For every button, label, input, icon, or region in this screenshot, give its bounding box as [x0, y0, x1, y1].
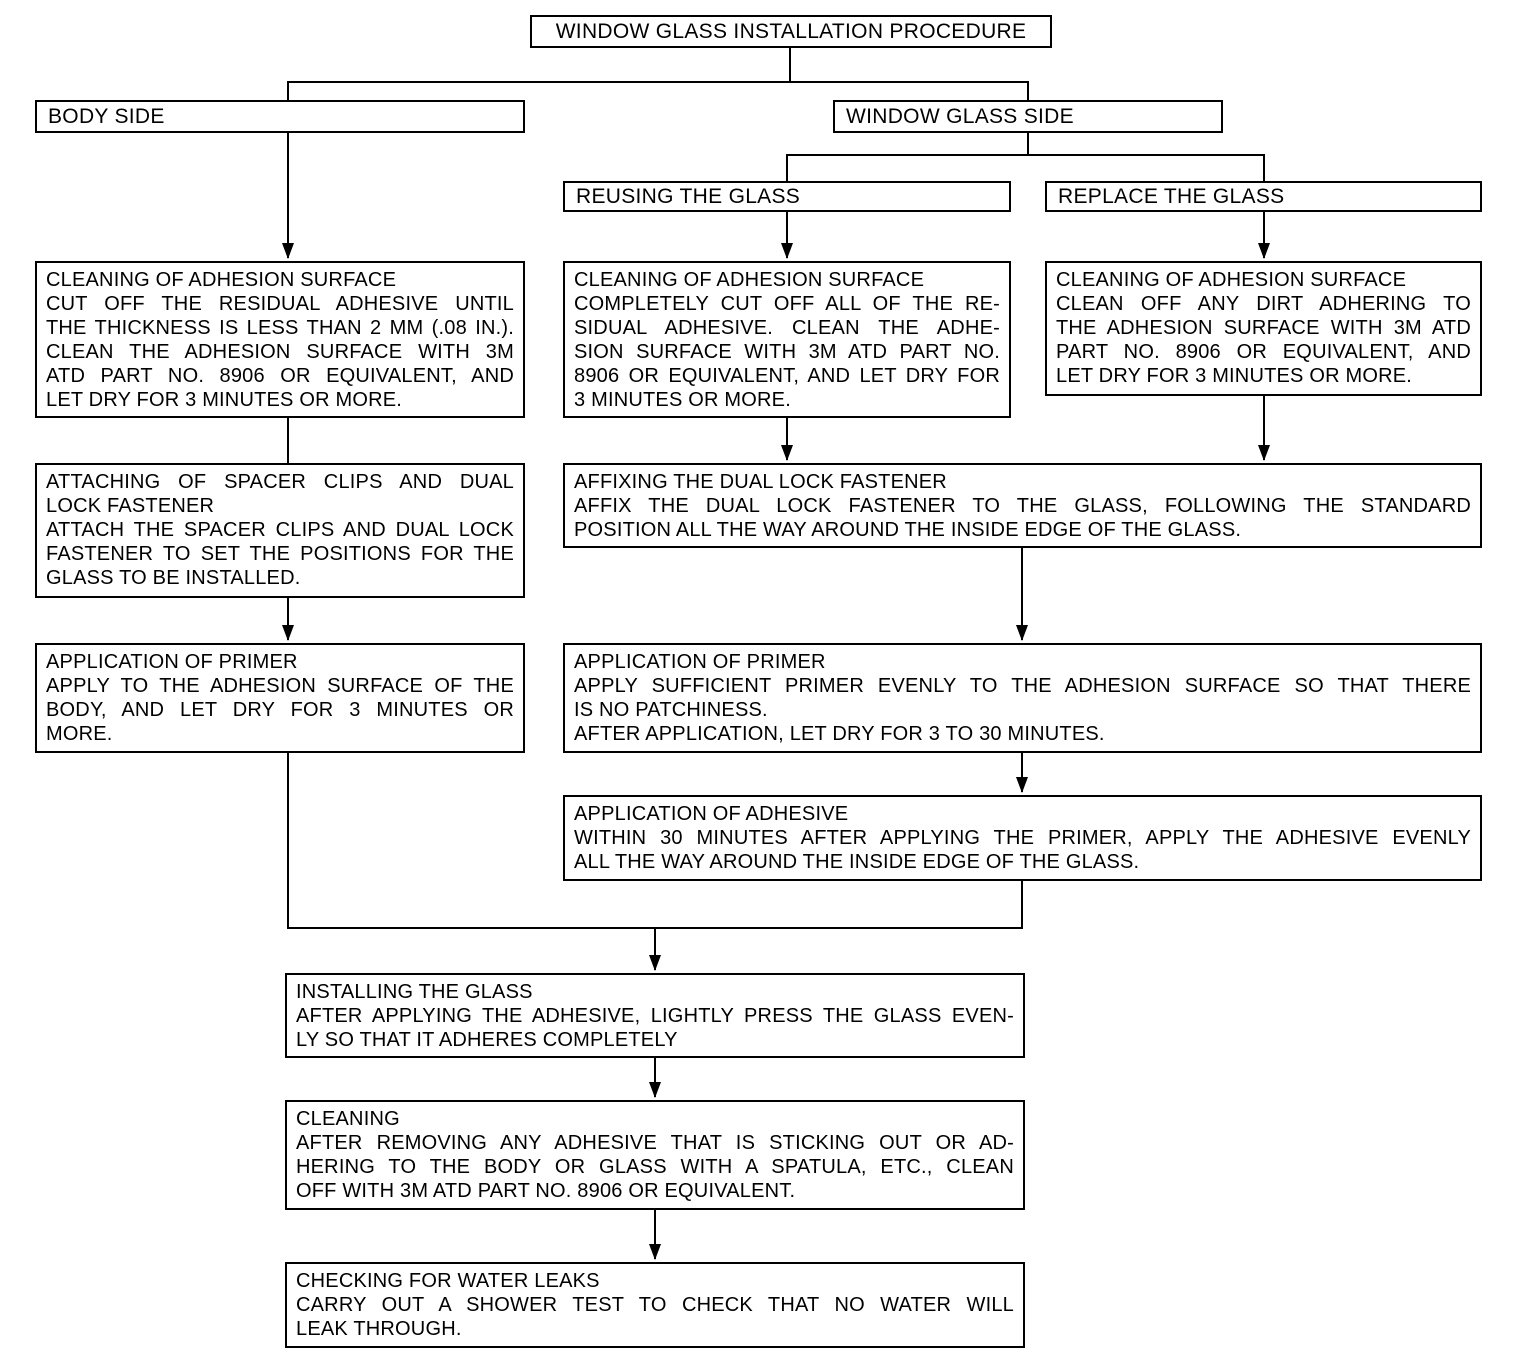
diagram-title: WINDOW GLASS INSTALLATION PROCEDURE: [555, 19, 1027, 43]
text-line: POSITION ALL THE WAY AROUND THE INSIDE E…: [574, 519, 1242, 541]
text-line: AFTER APPLICATION, LET DRY FOR 3 TO 30 M…: [574, 723, 1105, 745]
branch-window-glass-side-label: WINDOW GLASS SIDE: [846, 104, 1074, 128]
text-line: APPLY SUFFICIENT PRIMER EVENLY TO THE AD…: [574, 675, 1471, 697]
branch-replace-glass-label: REPLACE THE GLASS: [1058, 184, 1285, 208]
text-line: MORE.: [46, 723, 113, 745]
branch-reusing-glass: REUSING THE GLASS: [563, 181, 1011, 212]
text-line: CLEANING OF ADHESION SURFACE: [46, 269, 397, 291]
text-line: CLEANING: [296, 1108, 400, 1130]
text-line: BODY, AND LET DRY FOR 3 MINUTES OR: [46, 699, 514, 721]
branch-replace-glass: REPLACE THE GLASS: [1045, 181, 1482, 212]
text-line: THE ADHESION SURFACE WITH 3M ATD: [1056, 317, 1471, 339]
text-line: CHECKING FOR WATER LEAKS: [296, 1270, 600, 1292]
branch-window-glass-side: WINDOW GLASS SIDE: [833, 100, 1223, 133]
text-line: IS NO PATCHINESS.: [574, 699, 768, 721]
text-line: HERING TO THE BODY OR GLASS WITH A SPATU…: [296, 1156, 1014, 1178]
text-line: PART NO. 8906 OR EQUIVALENT, AND: [1056, 341, 1471, 363]
branch-body-side: BODY SIDE: [35, 100, 525, 133]
branch-reusing-glass-label: REUSING THE GLASS: [576, 184, 801, 208]
text-line: APPLICATION OF PRIMER: [574, 651, 826, 673]
text-line: SION SURFACE WITH 3M ATD PART NO.: [574, 341, 1000, 363]
text-line: AFTER REMOVING ANY ADHESIVE THAT IS STIC…: [296, 1132, 1014, 1154]
branch-body-side-label: BODY SIDE: [48, 104, 165, 128]
text-line: AFFIXING THE DUAL LOCK FASTENER: [574, 471, 947, 493]
text-line: LEAK THROUGH.: [296, 1318, 462, 1340]
text-line: APPLICATION OF ADHESIVE: [574, 803, 849, 825]
text-line: ATTACHING OF SPACER CLIPS AND DUAL: [46, 471, 514, 493]
text-line: 3 MINUTES OR MORE.: [574, 389, 791, 411]
text-line: LET DRY FOR 3 MINUTES OR MORE.: [46, 389, 403, 411]
text-line: OFF WITH 3M ATD PART NO. 8906 OR EQUIVAL…: [296, 1180, 796, 1202]
text-line: THE THICKNESS IS LESS THAN 2 MM (.08 IN.…: [46, 317, 514, 339]
text-line: CARRY OUT A SHOWER TEST TO CHECK THAT NO…: [296, 1294, 1014, 1316]
text-line: ALL THE WAY AROUND THE INSIDE EDGE OF TH…: [574, 851, 1140, 873]
text-line: CLEANING OF ADHESION SURFACE: [574, 269, 925, 291]
text-line: LY SO THAT IT ADHERES COMPLETELY: [296, 1029, 678, 1051]
text-line: CUT OFF THE RESIDUAL ADHESIVE UNTIL: [46, 293, 514, 315]
text-line: APPLY TO THE ADHESION SURFACE OF THE: [46, 675, 514, 697]
text-line: LOCK FASTENER: [46, 495, 215, 517]
text-line: LET DRY FOR 3 MINUTES OR MORE.: [1056, 365, 1413, 387]
text-line: COMPLETELY CUT OFF ALL OF THE RE-: [574, 293, 1000, 315]
text-line: CLEANING OF ADHESION SURFACE: [1056, 269, 1407, 291]
text-line: WITHIN 30 MINUTES AFTER APPLYING THE PRI…: [574, 827, 1471, 849]
text-line: APPLICATION OF PRIMER: [46, 651, 298, 673]
text-line: INSTALLING THE GLASS: [296, 981, 533, 1003]
text-line: CLEAN OFF ANY DIRT ADHERING TO: [1056, 293, 1471, 315]
text-line: ATD PART NO. 8906 OR EQUIVALENT, AND: [46, 365, 514, 387]
text-line: ATTACH THE SPACER CLIPS AND DUAL LOCK: [46, 519, 514, 541]
title-box: WINDOW GLASS INSTALLATION PROCEDURE: [530, 15, 1052, 48]
text-line: FASTENER TO SET THE POSITIONS FOR THE: [46, 543, 514, 565]
text-line: SIDUAL ADHESIVE. CLEAN THE ADHE-: [574, 317, 1000, 339]
text-line: 8906 OR EQUIVALENT, AND LET DRY FOR: [574, 365, 1000, 387]
text-line: AFTER APPLYING THE ADHESIVE, LIGHTLY PRE…: [296, 1005, 1014, 1027]
text-line: AFFIX THE DUAL LOCK FASTENER TO THE GLAS…: [574, 495, 1471, 517]
text-line: CLEAN THE ADHESION SURFACE WITH 3M: [46, 341, 514, 363]
text-line: GLASS TO BE INSTALLED.: [46, 567, 301, 589]
